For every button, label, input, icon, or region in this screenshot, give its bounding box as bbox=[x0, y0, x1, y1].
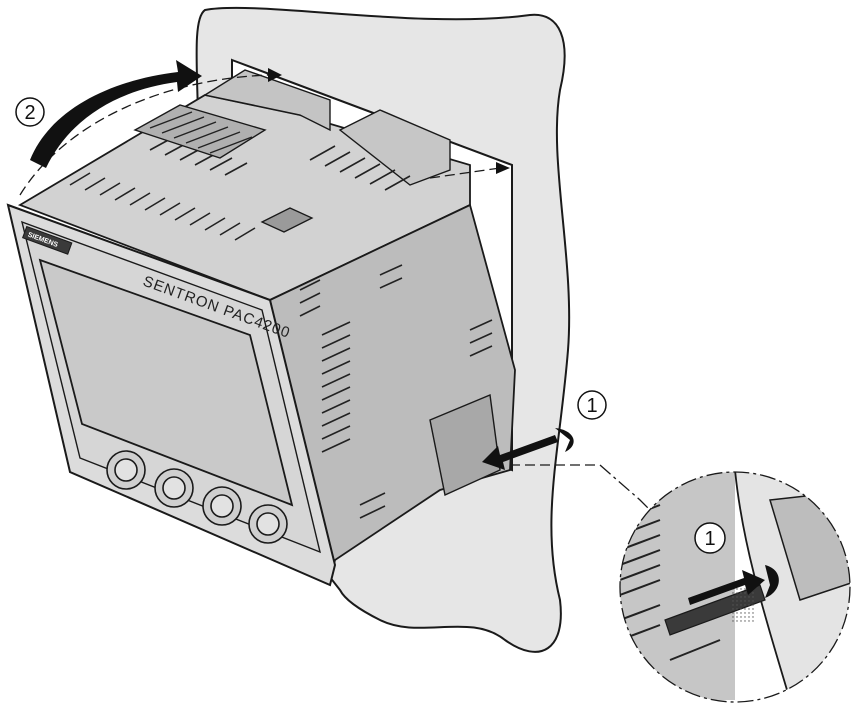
device-housing bbox=[17, 69, 516, 581]
display-screen bbox=[38, 258, 294, 507]
rotate-arrow-icon bbox=[30, 60, 202, 168]
detail-step-1-label: 1 bbox=[704, 528, 715, 550]
detail-step-1-badge bbox=[694, 522, 726, 554]
brand-logo bbox=[21, 225, 73, 255]
insertion-guides bbox=[19, 74, 600, 466]
mounting-clip bbox=[429, 394, 501, 497]
step-1-label: 1 bbox=[586, 395, 597, 417]
step-1-badge bbox=[577, 390, 607, 420]
clip-push-arrow-icon bbox=[482, 428, 574, 470]
detail-leader-line bbox=[599, 464, 661, 521]
magnifier-detail-icon bbox=[619, 471, 851, 703]
front-buttons bbox=[106, 450, 288, 544]
step-2-badge bbox=[15, 97, 45, 127]
ethernet-port bbox=[260, 207, 314, 233]
step-2-label: 2 bbox=[24, 102, 35, 124]
